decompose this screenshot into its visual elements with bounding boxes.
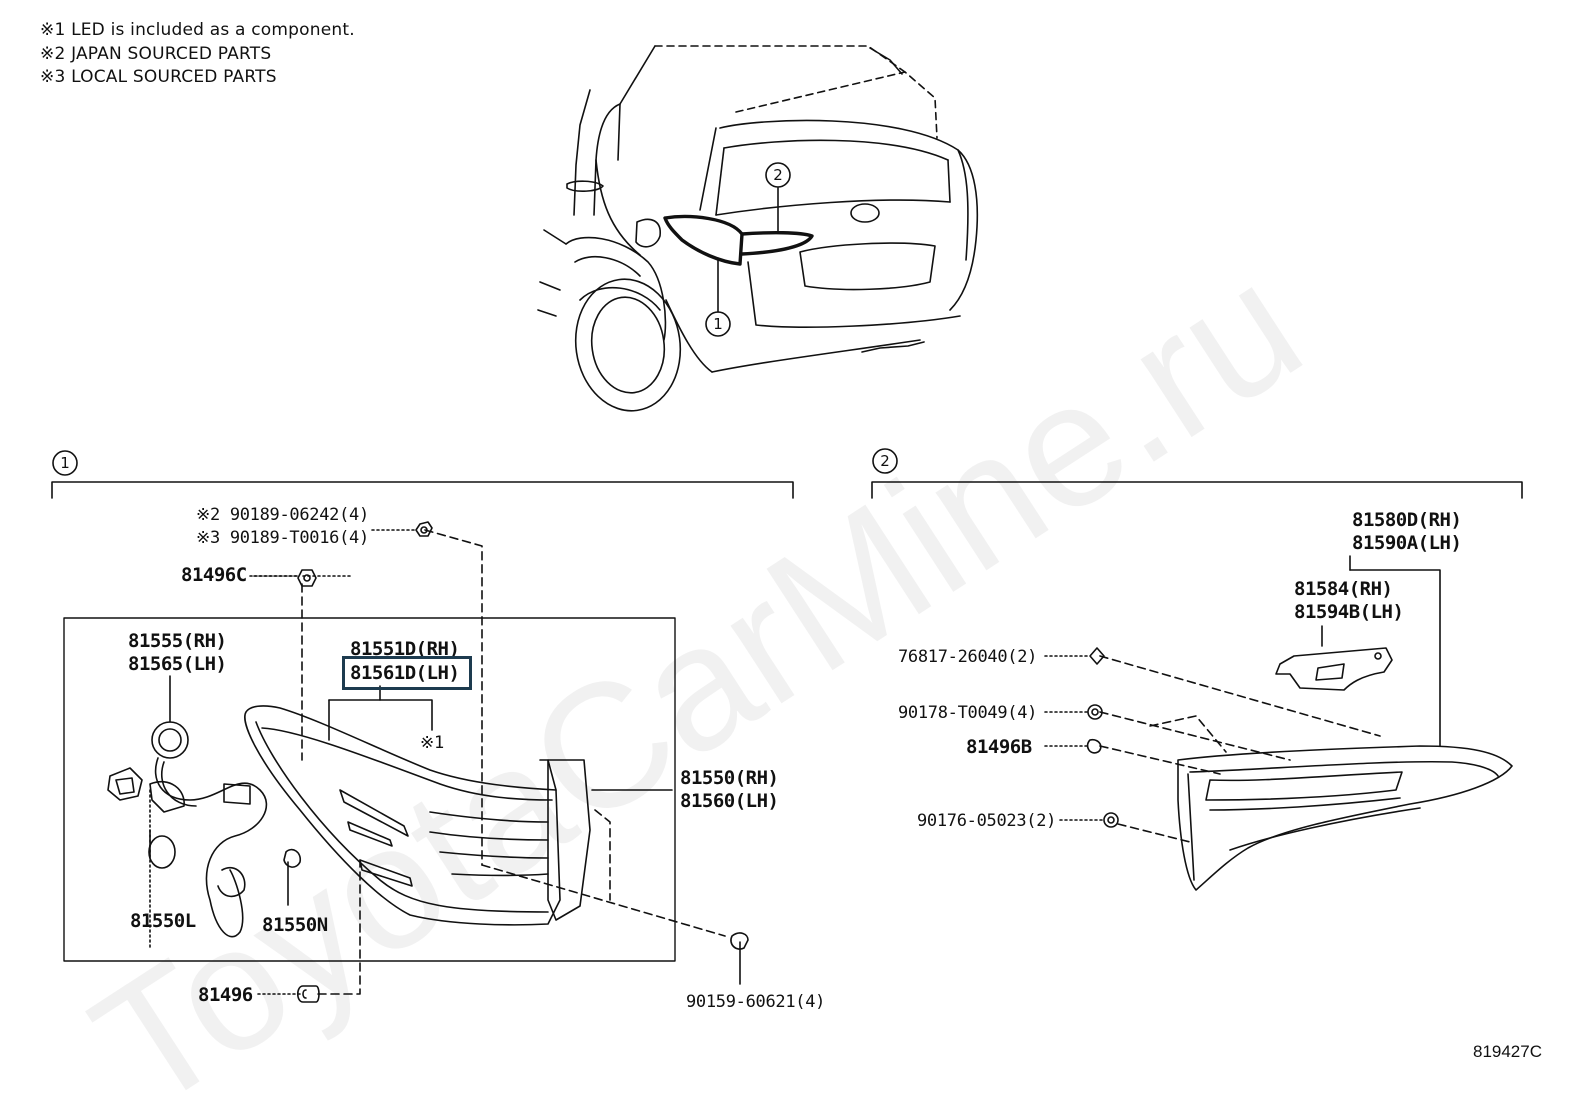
part-label-81496[interactable]: 81496 [198,984,253,1006]
group2-frame [871,448,1523,499]
part-label-90189-T0016[interactable]: ※3 90189-T0016(4) [196,528,369,548]
note-local-sourced: ※3 LOCAL SOURCED PARTS [40,67,277,87]
part-label-90159-60621[interactable]: 90159-60621(4) [686,992,826,1012]
part-label-76817-26040[interactable]: 76817-26040(2) [898,647,1038,667]
callout-lamp-1[interactable]: 1 [713,315,723,333]
callout-lamp-2[interactable]: 2 [773,166,783,184]
part-label-81555[interactable]: 81555(RH) [128,630,227,652]
back-door-lamp-drawing [1177,745,1513,891]
group2-fasteners [1086,647,1119,828]
part-label-81561D[interactable]: 81561D(LH) [350,662,460,684]
vehicle-rear-illustration [537,45,979,412]
part-label-81496B[interactable]: 81496B [966,736,1032,758]
led-note-marker: ※1 [420,733,444,753]
wiring-harness-drawing [107,721,302,938]
part-label-81590A[interactable]: 81590A(LH) [1352,532,1462,554]
rear-combination-lamp-drawing [244,705,591,926]
part-label-90189-06242[interactable]: ※2 90189-06242(4) [196,505,369,525]
part-label-90176-05023[interactable]: 90176-05023(2) [917,811,1057,831]
group1-fasteners [296,521,749,1003]
group1-number: 1 [60,454,70,472]
part-label-81550L[interactable]: 81550L [130,910,196,932]
diagram-code: 819427C [1472,1042,1542,1061]
part-label-81560[interactable]: 81560(LH) [680,790,779,812]
group2-leaders [1044,555,1441,843]
part-label-81551D[interactable]: 81551D(RH) [350,638,460,660]
part-label-81565[interactable]: 81565(LH) [128,653,227,675]
note-led: ※1 LED is included as a component. [40,20,355,40]
note-japan-sourced: ※2 JAPAN SOURCED PARTS [40,44,272,64]
bracket-drawing [1275,647,1393,691]
part-label-81550[interactable]: 81550(RH) [680,767,779,789]
group1-frame [51,450,794,962]
part-label-81550N[interactable]: 81550N [262,914,328,936]
part-label-81594B[interactable]: 81594B(LH) [1294,601,1404,623]
part-label-81496C[interactable]: 81496C [181,564,247,586]
selected-part-highlight [342,656,472,690]
part-label-81584[interactable]: 81584(RH) [1294,578,1393,600]
group1-leaders [149,529,741,995]
part-label-90178-T0049[interactable]: 90178-T0049(4) [898,703,1038,723]
group2-number: 2 [880,452,890,470]
part-label-81580D[interactable]: 81580D(RH) [1352,509,1462,531]
